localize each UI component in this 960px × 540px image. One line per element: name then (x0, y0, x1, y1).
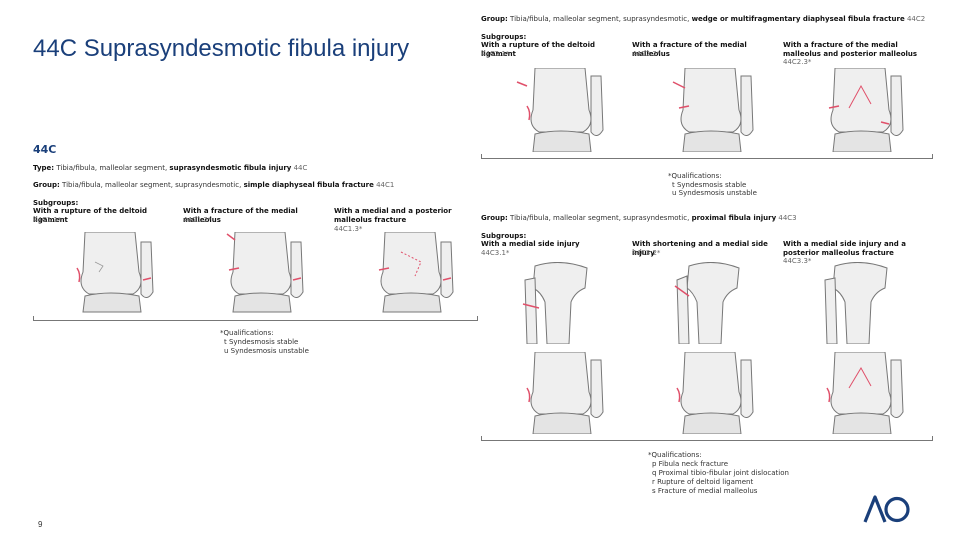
ankle-illustration-44c2-2 (655, 68, 765, 152)
left-group-bold: simple diaphyseal fibula fracture (244, 181, 374, 189)
c3-group-text: Tibia/fibula, malleolar segment, suprasy… (510, 214, 689, 222)
left-qualifications-label: *Qualifications: (220, 329, 274, 338)
ankle-illustration-44c3-1 (505, 352, 615, 434)
ankle-illustration-44c1-2 (205, 232, 315, 314)
type-bold: suprasyndesmotic fibula injury (169, 164, 291, 172)
left-subgroup-3-title: With a medial and a posterior malleolus … (334, 207, 474, 224)
type-label: Type: (33, 164, 54, 172)
c3-bracket (481, 436, 933, 441)
proximal-illustration-44c3-3 (815, 262, 905, 344)
proximal-illustration-44c3-1 (515, 262, 605, 344)
ankle-illustration-44c3-2 (655, 352, 765, 434)
c3-qualification-2: q Proximal tibio-fibular joint dislocati… (652, 469, 789, 478)
left-group-line: Group: Tibia/fibula, malleolar segment, … (33, 181, 394, 190)
c3-subgroup-3-code: 44C3.3* (783, 257, 811, 266)
ankle-illustration-44c1-1 (55, 232, 165, 314)
ankle-illustration-44c2-1 (505, 68, 615, 152)
ankle-illustration-44c1-3 (355, 232, 465, 314)
c3-subgroup-3-title: With a medial side injury and a posterio… (783, 240, 933, 257)
c2-group-label: Group: (481, 15, 508, 23)
left-qualification-2: u Syndesmosis unstable (224, 347, 309, 356)
type-code: 44C (294, 164, 308, 172)
left-bracket (33, 316, 478, 321)
left-group-label: Group: (33, 181, 60, 189)
type-text: Tibia/fibula, malleolar segment, (56, 164, 167, 172)
c3-group-code: 44C3 (778, 214, 796, 222)
page-number: 9 (38, 520, 42, 529)
proximal-illustration-44c3-2 (665, 262, 755, 344)
left-subgroup-2-code: 44C1.2* (183, 216, 211, 225)
left-group-text: Tibia/fibula, malleolar segment, suprasy… (62, 181, 241, 189)
c2-subgroup-3-code: 44C2.3* (783, 58, 811, 67)
c3-group-line: Group: Tibia/fibula, malleolar segment, … (481, 214, 797, 223)
type-line: Type: Tibia/fibula, malleolar segment, s… (33, 164, 307, 173)
c3-group-label: Group: (481, 214, 508, 222)
c3-qualification-3: r Rupture of deltoid ligament (652, 478, 753, 487)
left-group-code: 44C1 (376, 181, 394, 189)
left-subgroup-1-code: 44C1.1* (33, 216, 61, 225)
c3-subgroup-1-code: 44C3.1* (481, 249, 509, 258)
c2-group-bold: wedge or multifragmentary diaphyseal fib… (692, 15, 905, 23)
c2-subgroup-1-code: 44C2.1* (481, 50, 509, 59)
ao-logo (862, 494, 912, 524)
c2-group-line: Group: Tibia/fibula, malleolar segment, … (481, 15, 925, 24)
ankle-illustration-44c3-3 (805, 352, 915, 434)
c3-subgroup-1-title: With a medial side injury (481, 240, 626, 249)
c3-subgroup-2-code: 44C3.2* (632, 249, 660, 258)
left-qualification-1: t Syndesmosis stable (224, 338, 298, 347)
c2-qualifications-label: *Qualifications: (668, 172, 722, 181)
c2-bracket (481, 154, 933, 159)
type-code-heading: 44C (33, 143, 56, 156)
c2-group-code: 44C2 (907, 15, 925, 23)
c3-group-bold: proximal fibula injury (692, 214, 777, 222)
c3-qualifications-label: *Qualifications: (648, 451, 702, 460)
slide-title: 44C Suprasyndesmotic fibula injury (33, 34, 453, 64)
c2-subgroup-3-title: With a fracture of the medial malleolus … (783, 41, 933, 58)
ankle-illustration-44c2-3 (805, 68, 915, 152)
c2-qualification-2: u Syndesmosis unstable (672, 189, 757, 198)
c3-qualification-4: s Fracture of medial malleolus (652, 487, 757, 496)
c2-group-text: Tibia/fibula, malleolar segment, suprasy… (510, 15, 689, 23)
c3-qualification-1: p Fibula neck fracture (652, 460, 728, 469)
c2-subgroup-2-code: 44C2.2* (632, 50, 660, 59)
